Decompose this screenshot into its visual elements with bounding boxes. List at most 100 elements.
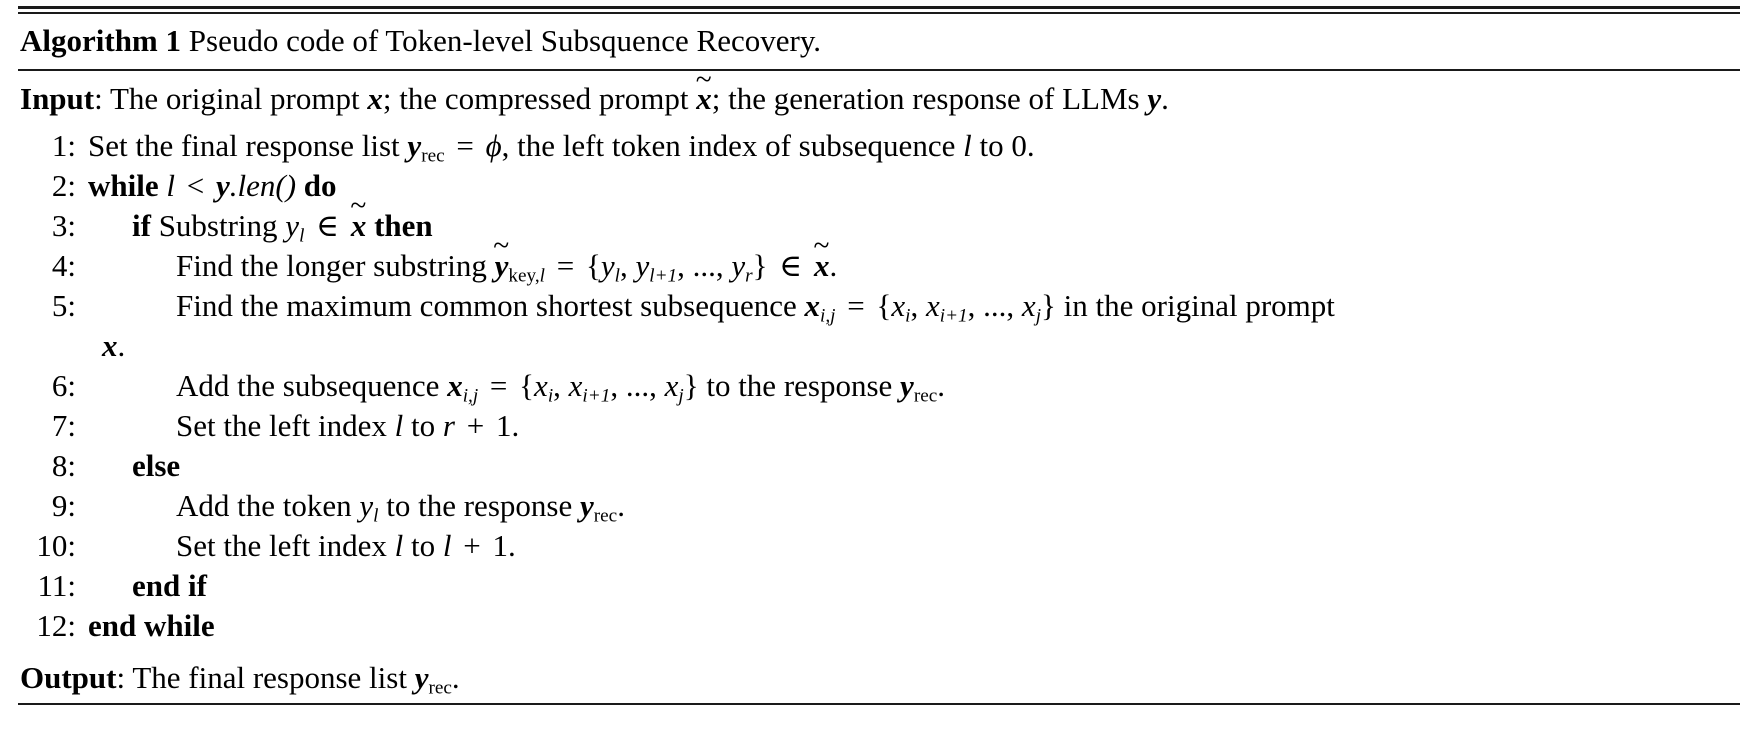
step-body: Add the subsequence xi,j = {xi, xi+1, ..… bbox=[88, 366, 1740, 406]
math-var-y: y bbox=[215, 168, 230, 204]
step-text-2: , the left token index of subsequence bbox=[501, 128, 956, 164]
keyword-if: if bbox=[132, 208, 151, 244]
math-elem-y-r: yr bbox=[731, 248, 753, 287]
step-number: 9: bbox=[51, 488, 76, 524]
math-var-x-i-j: xi,j bbox=[804, 288, 836, 327]
math-ellipsis: ... bbox=[983, 288, 1007, 324]
step-period: . bbox=[829, 248, 838, 284]
input-var-y: y bbox=[1147, 81, 1162, 117]
tilde-accent-icon: ~ bbox=[350, 189, 367, 222]
step-number: 4: bbox=[51, 248, 76, 284]
keyword-end-while: end while bbox=[88, 608, 215, 644]
step-row: 7: Set the left index l to r + 1. bbox=[18, 406, 1740, 446]
input-text-3: ; the generation response of LLMs bbox=[711, 81, 1140, 117]
step-body: end while bbox=[88, 606, 1740, 646]
step-text-3: to 0. bbox=[979, 128, 1035, 164]
algorithm-caption: Algorithm 1 Pseudo code of Token-level S… bbox=[18, 14, 1740, 69]
math-operator-plus: + bbox=[463, 528, 481, 564]
continuation-period: . bbox=[117, 328, 126, 364]
input-text-4: . bbox=[1161, 81, 1169, 117]
step-number: 10: bbox=[36, 528, 76, 564]
math-var-y-l: yl bbox=[359, 488, 379, 527]
input-var-x-tilde: ~x bbox=[696, 64, 712, 120]
step-text: Find the maximum common shortest subsequ… bbox=[176, 288, 797, 324]
step-row: 12: end while bbox=[18, 606, 1740, 646]
step-text: Find the longer substring bbox=[176, 248, 487, 284]
keyword-while: while bbox=[88, 168, 159, 204]
algorithm-block: Algorithm 1 Pseudo code of Token-level S… bbox=[18, 6, 1740, 706]
step-body: while l < y.len() do bbox=[88, 166, 1740, 206]
math-var-x-i-j: xi,j bbox=[447, 368, 479, 407]
step-text-2: to the response bbox=[706, 368, 893, 404]
step-text-2: in the original prompt bbox=[1063, 288, 1335, 324]
math-operator-plus: + bbox=[466, 408, 485, 444]
math-elem-x-i: xi bbox=[891, 288, 911, 327]
math-elem-x-i-plus-1: xi+1 bbox=[926, 288, 968, 327]
math-operator-equals: = bbox=[489, 368, 508, 404]
math-symbol-phi: ϕ bbox=[485, 128, 502, 164]
step-number: 6: bbox=[51, 368, 76, 404]
step-body: else bbox=[88, 446, 1740, 486]
output-period: . bbox=[451, 660, 460, 696]
math-operator-less-than: < bbox=[186, 168, 205, 204]
step-period: . bbox=[937, 368, 946, 404]
math-comma: , bbox=[619, 248, 636, 284]
tilde-accent-icon: ~ bbox=[695, 64, 712, 97]
math-var-y-rec: yrec bbox=[900, 368, 938, 407]
math-elem-x-j: xj bbox=[1021, 288, 1042, 327]
math-comma: , bbox=[553, 368, 569, 404]
step-row: 11: end if bbox=[18, 566, 1740, 606]
step-text-2: to the response bbox=[386, 488, 573, 524]
math-elem-x-i-plus-1: xi+1 bbox=[568, 368, 611, 407]
step-body: Set the left index l to r + 1. bbox=[88, 406, 1740, 446]
step-row: 5: Find the maximum common shortest subs… bbox=[18, 286, 1740, 326]
math-var-l: l bbox=[394, 408, 404, 444]
step-text: Substring bbox=[158, 208, 278, 244]
input-line: Input: The original prompt x; the compre… bbox=[18, 64, 1740, 124]
math-method-len: .len() bbox=[229, 168, 297, 204]
step-body: Find the maximum common shortest subsequ… bbox=[88, 286, 1740, 326]
algorithm-title: Pseudo code of Token-level Subsquence Re… bbox=[188, 23, 822, 58]
math-var-l: l bbox=[963, 128, 972, 164]
step-body: Set the final response list yrec = ϕ, th… bbox=[88, 126, 1740, 166]
step-text: Set the left index bbox=[176, 408, 387, 444]
math-set-open: { bbox=[876, 288, 892, 324]
input-var-x: x bbox=[367, 81, 383, 117]
math-elem-x-i: xi bbox=[534, 368, 554, 407]
math-elem-y-l-plus-1: yl+1 bbox=[635, 248, 678, 287]
keyword-else: else bbox=[132, 448, 181, 484]
math-comma: , bbox=[967, 288, 984, 324]
step-number: 1: bbox=[51, 128, 76, 164]
step-number: 3: bbox=[51, 208, 76, 244]
input-label: Input bbox=[20, 81, 95, 117]
step-body: Set the left index l to l + 1. bbox=[88, 526, 1740, 566]
step-text-2: to bbox=[411, 408, 436, 444]
step-text: Add the token bbox=[176, 488, 352, 524]
keyword-do: do bbox=[303, 168, 337, 204]
math-operator-element-of: ∈ bbox=[779, 248, 803, 284]
math-comma: , bbox=[715, 248, 732, 284]
step-body: if Substring yl ∈ ~x then bbox=[88, 190, 1740, 246]
step-number: 8: bbox=[51, 448, 76, 484]
algorithm-label: Algorithm 1 bbox=[20, 23, 182, 58]
math-var-r: r bbox=[442, 408, 455, 444]
tilde-accent-icon: ~ bbox=[493, 229, 510, 262]
step-body: Find the longer substring ~ykey,l = {yl,… bbox=[88, 229, 1740, 287]
step-number: 12: bbox=[36, 608, 76, 644]
math-number-one: 1. bbox=[492, 528, 516, 564]
continuation-body: x. bbox=[88, 326, 125, 366]
step-row: 2: while l < y.len() do bbox=[18, 166, 1740, 206]
math-comma: , bbox=[1006, 288, 1022, 324]
math-comma: , bbox=[649, 368, 665, 404]
math-operator-equals: = bbox=[556, 248, 575, 284]
math-var-x-tilde: ~x bbox=[813, 229, 830, 284]
top-rule-upper bbox=[18, 6, 1740, 9]
math-var-l-2: l bbox=[442, 528, 452, 564]
step-text: Set the final response list bbox=[88, 128, 400, 164]
step-row: 9: Add the token yl to the response yrec… bbox=[18, 486, 1740, 526]
math-elem-y-l: yl bbox=[600, 248, 620, 287]
math-operator-element-of: ∈ bbox=[316, 208, 340, 244]
math-comma: , bbox=[610, 368, 626, 404]
math-set-close: } bbox=[683, 368, 699, 404]
step-row: 6: Add the subsequence xi,j = {xi, xi+1,… bbox=[18, 366, 1740, 406]
